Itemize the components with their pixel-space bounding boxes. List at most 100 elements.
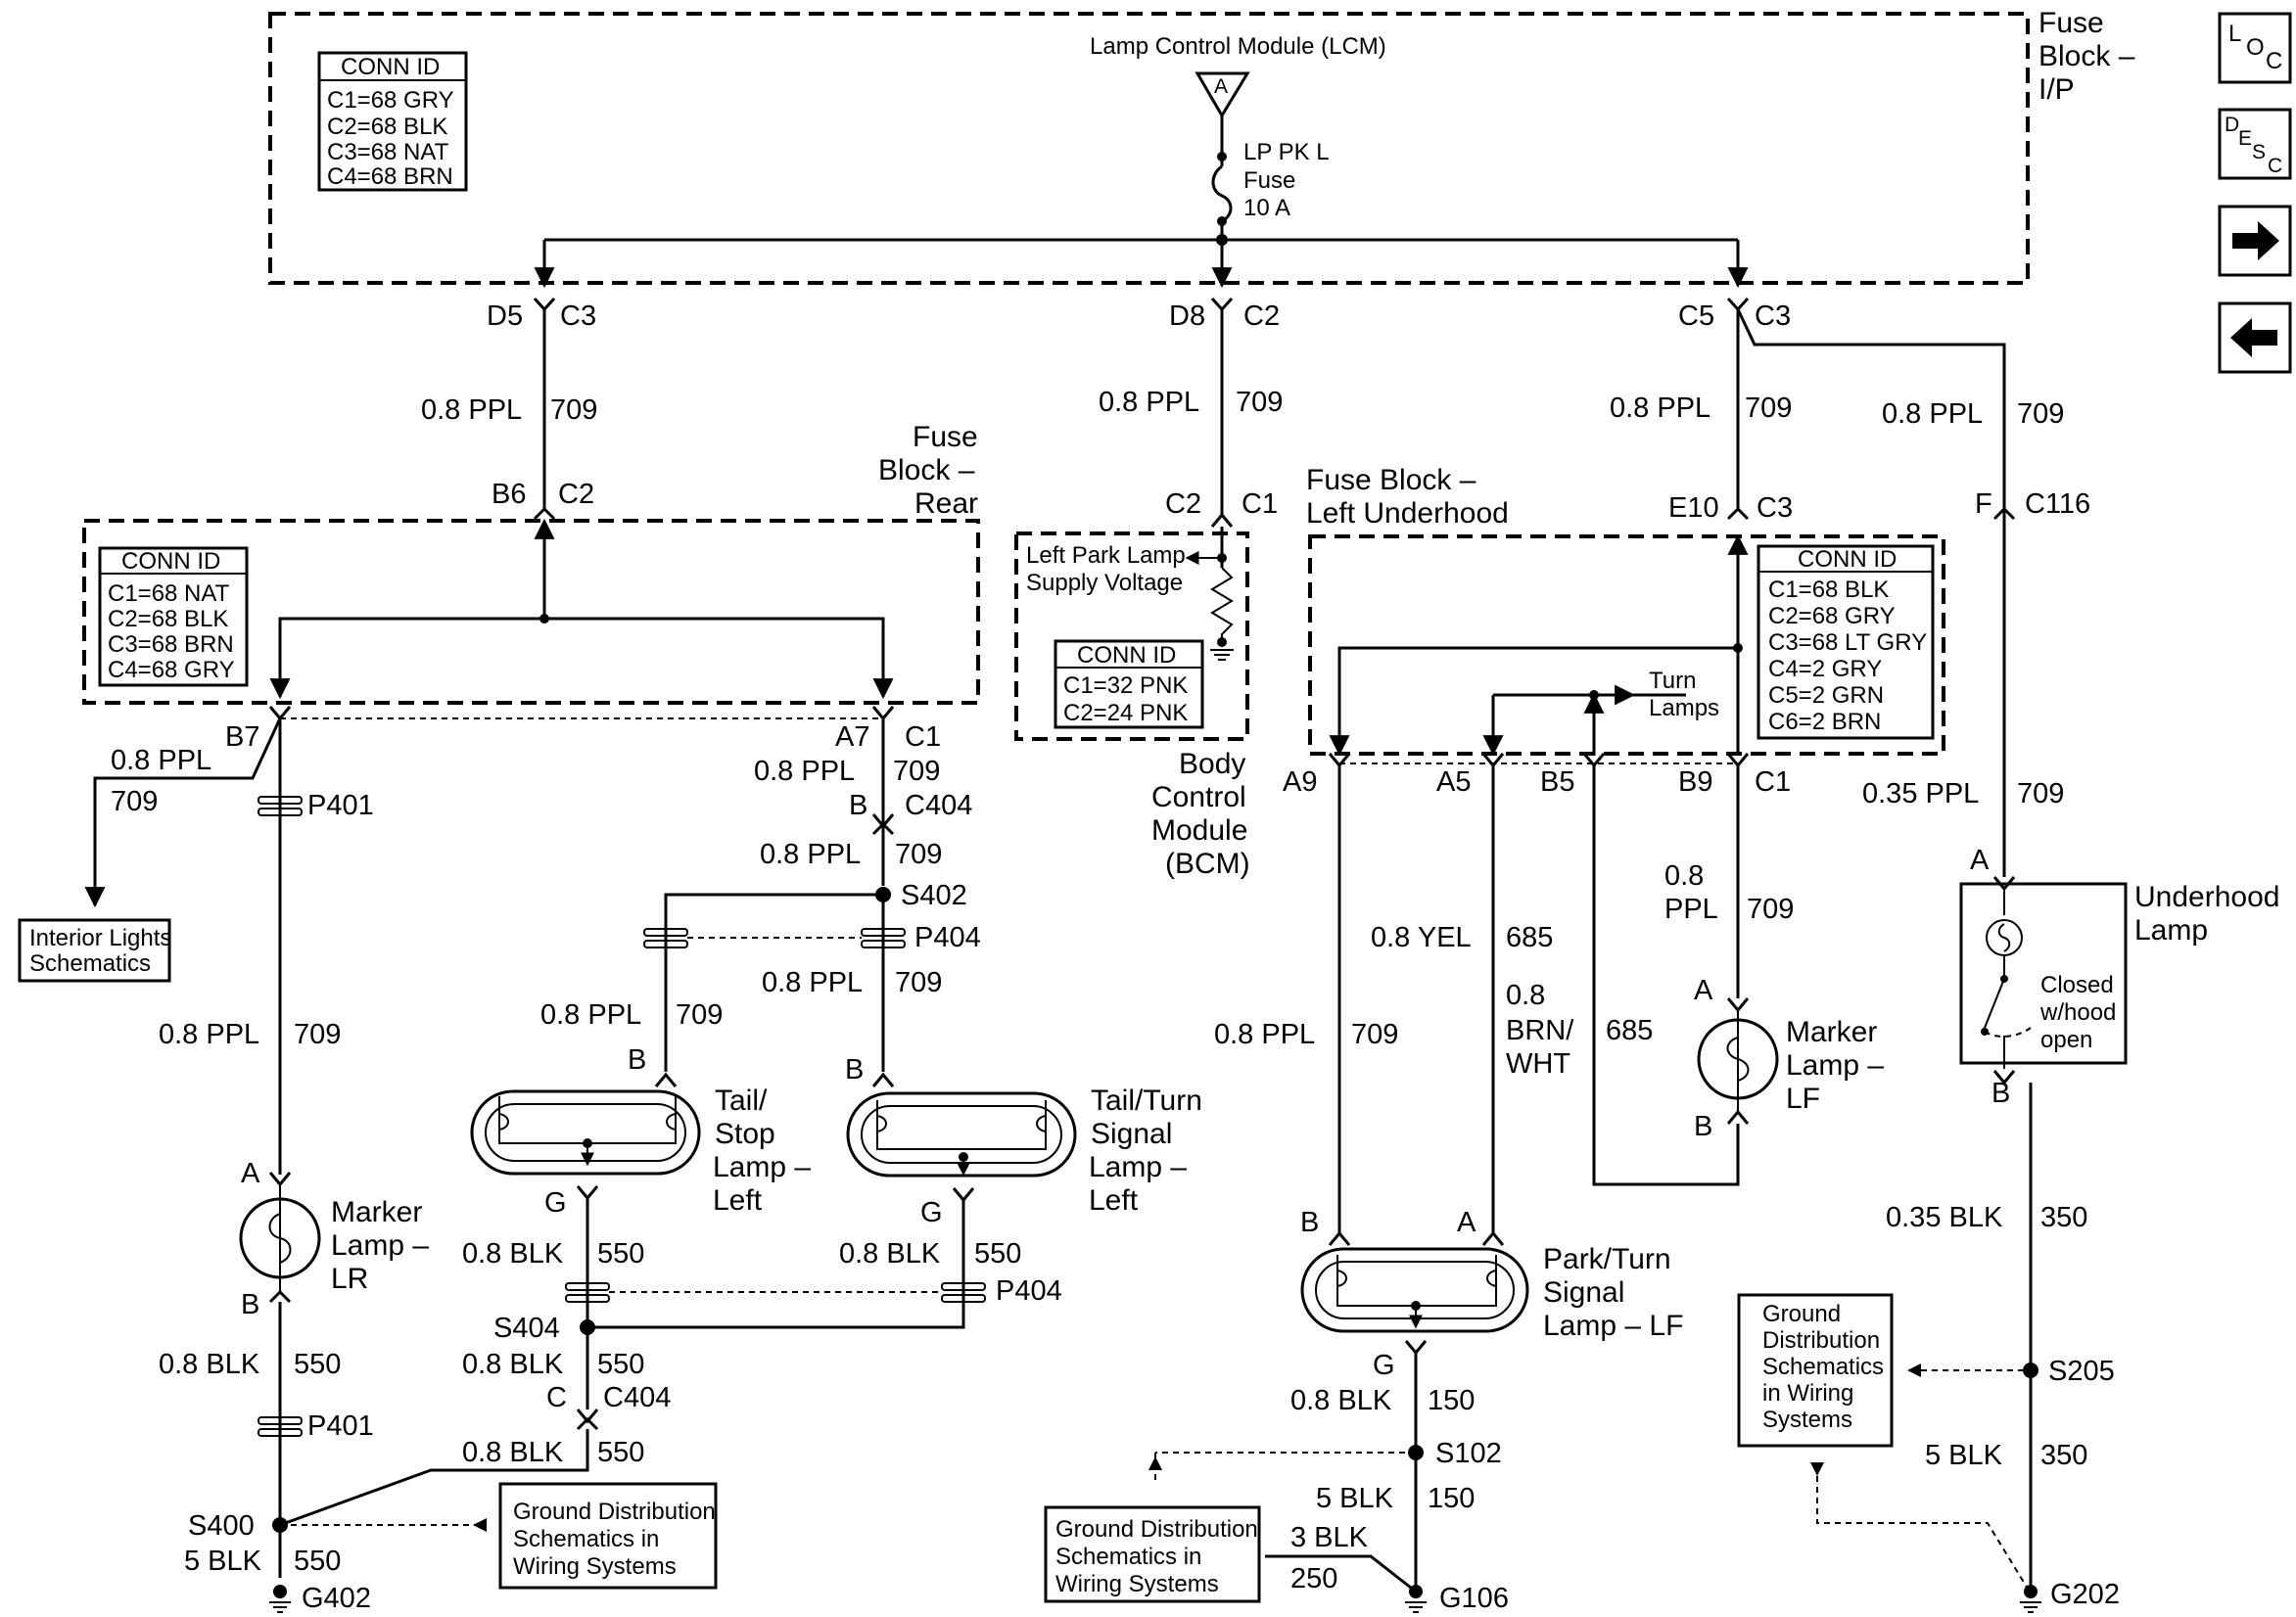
ground-dist-box-2[interactable]: Ground Distribution Schematics in Wiring… — [1044, 1505, 1261, 1603]
loc-button[interactable]: L O C — [2218, 12, 2292, 84]
bcm-supply-1: Left Park Lamp — [1026, 542, 1186, 569]
fuse-block-underhood: Fuse Block – Left Underhood E10 C3 Turn … — [1283, 464, 1945, 798]
wire-label: PPL — [1664, 894, 1718, 925]
wire-circuit: 709 — [111, 786, 158, 817]
tail-turn-title-2: Signal — [1091, 1118, 1172, 1150]
park-turn-lamp-lf: B A Park/Turn Signal Lamp – LF G — [1300, 1207, 1683, 1381]
conn-id-row: C1=68 NAT — [108, 580, 230, 607]
marker-lr-title-1: Marker — [331, 1196, 422, 1228]
tail-stop-lamp-left: B Tail/ Stop Lamp – Left G — [470, 1044, 811, 1219]
tail-stop-pin-g: G — [544, 1187, 567, 1219]
splice-s404 — [580, 1319, 595, 1335]
bcm-title-3: Module — [1151, 814, 1247, 847]
wire-circuit: 350 — [2040, 1440, 2087, 1471]
arrow-right-icon — [2232, 221, 2279, 260]
previous-page-button[interactable] — [2218, 301, 2292, 374]
conn-id-row: C4=68 BRN — [327, 163, 453, 190]
fuse-block-rear: Fuse Block – Rear B6 C2 CONN ID C1=68 NA… — [82, 421, 980, 753]
splice-s400-label: S400 — [188, 1510, 255, 1542]
marker-lr-pin-a: A — [241, 1158, 260, 1189]
park-turn-pin-b: B — [1300, 1207, 1319, 1238]
tail-turn-pin-g: G — [920, 1197, 943, 1228]
wire-circuit: 150 — [1428, 1385, 1475, 1416]
conn-id-table-underhood: CONN ID C1=68 BLK C2=68 GRY C3=68 LT GRY… — [1757, 544, 1935, 740]
pin-d5-conn: C3 — [560, 300, 596, 332]
conn-id-row: C1=32 PNK — [1063, 672, 1188, 699]
wire-circuit: 550 — [294, 1349, 341, 1380]
desc-letter: S — [2252, 141, 2266, 163]
pin-d8: D8 — [1169, 300, 1205, 332]
ground-g202-label: G202 — [2050, 1579, 2120, 1610]
marker-lr-title-2: Lamp – — [331, 1229, 429, 1262]
ground-box-3-line-1: Ground — [1762, 1301, 1841, 1327]
wire-label: 0.8 PPL — [1882, 398, 1983, 430]
ground-dist-box-3[interactable]: Ground Distribution Schematics in Wiring… — [1737, 1293, 1894, 1448]
c116-pin-f: F — [1975, 488, 1992, 520]
conn-id-title: CONN ID — [341, 54, 440, 80]
tail-stop-pin-b: B — [628, 1044, 646, 1076]
marker-lf-pin-a: A — [1694, 975, 1713, 1006]
wire-label: 0.8 — [1506, 980, 1545, 1011]
ground-g402-label: G402 — [302, 1583, 371, 1614]
conn-id-table-bcm: CONN ID C1=32 PNK C2=24 PNK — [1054, 639, 1204, 729]
wire-circuit: 350 — [2040, 1202, 2087, 1233]
wire-label: 0.8 PPL — [754, 756, 855, 787]
ground-box-3-line-5: Systems — [1762, 1407, 1852, 1433]
underhood-pin-b: B — [1991, 1078, 2010, 1109]
loc-letter: O — [2246, 34, 2265, 61]
tail-stop-title-2: Stop — [715, 1118, 775, 1150]
wire-circuit: 550 — [294, 1546, 341, 1577]
wire-circuit: 709 — [893, 756, 940, 787]
fuse-rear-title-3: Rear — [914, 487, 978, 520]
wire-circuit: 709 — [2017, 398, 2064, 430]
marker-lr-pin-b: B — [241, 1289, 259, 1320]
fuse-ip-title-1: Fuse — [2038, 7, 2104, 39]
wire-circuit: 709 — [1745, 393, 1792, 424]
fuse-label-1: LP PK L — [1243, 139, 1330, 165]
ground-dist-box-1[interactable]: Ground Distribution Schematics in Wiring… — [498, 1482, 718, 1590]
interior-lights-box[interactable]: Interior Lights Schematics — [18, 918, 171, 983]
pin-a7: A7 — [835, 721, 869, 753]
underhood-title-1: Underhood — [2134, 881, 2279, 913]
park-turn-title-1: Park/Turn — [1543, 1243, 1671, 1275]
wire-label: 0.8 PPL — [1610, 393, 1710, 424]
wire-label: 0.8 PPL — [421, 394, 522, 426]
ground-box-2-line-3: Wiring Systems — [1055, 1571, 1219, 1597]
turn-lamps-2: Lamps — [1649, 695, 1719, 721]
underhood-sw-3: open — [2040, 1027, 2092, 1053]
desc-button[interactable]: D E S C — [2218, 108, 2292, 180]
loc-letter: L — [2228, 21, 2241, 47]
wire-label: 5 BLK — [184, 1546, 262, 1577]
marker-lf-title-3: LF — [1786, 1083, 1820, 1115]
next-page-button[interactable] — [2218, 205, 2292, 277]
wire-circuit: 550 — [597, 1437, 644, 1468]
conn-id-row: C2=24 PNK — [1063, 700, 1188, 726]
conn-p401-label: P401 — [307, 790, 374, 821]
wire-685-marker-lf — [1592, 765, 1740, 1186]
ground-box-3-line-4: in Wiring — [1762, 1380, 1853, 1407]
conn-id-title: CONN ID — [121, 548, 220, 575]
desc-letter: E — [2238, 127, 2252, 150]
conn-id-row: C2=68 BLK — [108, 606, 228, 632]
wire-label: 0.8 YEL — [1371, 922, 1472, 953]
marker-lamp-lr: A B Marker Lamp – LR — [239, 1158, 429, 1320]
wire-label: 0.8 PPL — [762, 967, 863, 998]
wire-circuit: 709 — [550, 394, 597, 426]
wire-circuit: 250 — [1290, 1563, 1337, 1594]
marker-lf-title-1: Marker — [1786, 1016, 1877, 1048]
pin-c5: C5 — [1678, 300, 1714, 332]
fuse-ip-title-2: Block – — [2038, 40, 2135, 72]
wire-circuit: 685 — [1506, 922, 1553, 953]
park-turn-pin-a: A — [1457, 1207, 1476, 1238]
wire-circuit: 685 — [1606, 1015, 1653, 1046]
splice-s404-label: S404 — [493, 1313, 560, 1344]
tail-stop-title-3: Lamp – — [713, 1151, 811, 1183]
splice-s402-label: S402 — [901, 880, 967, 911]
splice-s102-label: S102 — [1435, 1438, 1502, 1469]
wire-label: 0.8 — [1664, 860, 1704, 892]
pin-a5: A5 — [1436, 766, 1471, 798]
interior-box-line-1: Interior Lights — [29, 925, 171, 951]
bcm-pin-c1: C1 — [1242, 488, 1278, 520]
conn-id-row: C5=2 GRN — [1768, 682, 1884, 709]
wire-label: 0.8 BLK — [462, 1437, 564, 1468]
